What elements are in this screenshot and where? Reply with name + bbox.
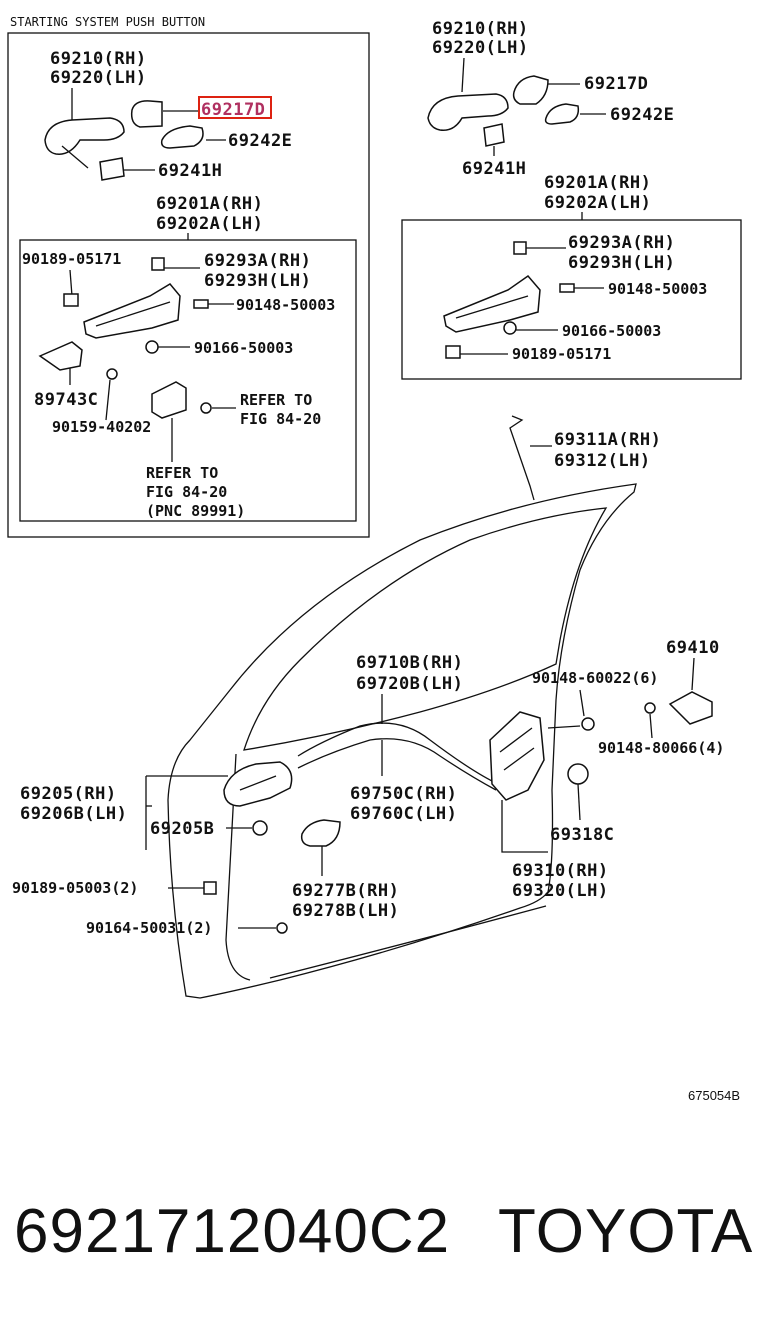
window-outline [243,507,608,751]
label-screw-80066[interactable]: 90148-80066(4) [598,739,724,757]
label-rod-rh[interactable]: 69311A(RH) [554,430,661,450]
cover-part-69318c [567,763,589,785]
label-screw-90164[interactable]: 90164-50031(2) [86,919,212,937]
label-inset-90166[interactable]: 90166-50003 [194,339,293,357]
label-rod-lh[interactable]: 69312(LH) [554,451,651,471]
right-gasket-part-69242e [544,103,580,125]
cap-part-69217d [130,100,163,128]
outer-handle-part [44,117,125,155]
label-inset-refer2-b[interactable]: FIG 84-20 [146,483,227,501]
label-right-frame-rh[interactable]: 69201A(RH) [544,173,651,193]
label-lock-lh[interactable]: 69320(LH) [512,881,609,901]
label-inset-refer1-a[interactable]: REFER TO [240,391,312,409]
label-screw-60022[interactable]: 90148-60022(6) [532,669,658,687]
label-inset-handle-rh[interactable]: 69210(RH) [50,49,147,69]
label-cable-rh[interactable]: 69710B(RH) [356,653,463,673]
bezel-cover-part [300,819,341,847]
gasket-part-69242e [160,125,204,149]
bracket-part-89743c [38,341,83,371]
label-inset-69217d[interactable]: 69217D [201,100,265,120]
door-lock-part [489,711,545,801]
label-striker[interactable]: 69410 [666,638,720,658]
label-inset-frame-lh[interactable]: 69202A(LH) [156,214,263,234]
label-right-69293a[interactable]: 69293A(RH) [568,233,675,253]
label-inset-refer2-a[interactable]: REFER TO [146,464,218,482]
label-inset-90148[interactable]: 90148-50003 [236,296,335,314]
rod-part [509,415,535,501]
label-inset-89743c[interactable]: 89743C [34,390,98,410]
label-cable2-rh[interactable]: 69750C(RH) [350,784,457,804]
label-right-90148[interactable]: 90148-50003 [608,280,707,298]
label-right-handle-lh[interactable]: 69220(LH) [432,38,529,58]
label-clip-90189[interactable]: 90189-05003(2) [12,879,138,897]
label-inset-69293a[interactable]: 69293A(RH) [204,251,311,271]
label-cover-rh[interactable]: 69277B(RH) [292,881,399,901]
label-inset-90189[interactable]: 90189-05171 [22,250,121,268]
label-right-frame-lh[interactable]: 69202A(LH) [544,193,651,213]
right-frame-part [443,274,541,333]
inset-title: STARTING SYSTEM PUSH BUTTON [10,15,205,29]
label-inset-refer1-b[interactable]: FIG 84-20 [240,410,321,428]
door-outline [167,483,637,999]
label-cover-69318c[interactable]: 69318C [550,825,614,845]
right-outer-handle-part [427,93,509,131]
label-right-69241h[interactable]: 69241H [462,159,526,179]
label-cable-lh[interactable]: 69720B(LH) [356,674,463,694]
label-lock-rh[interactable]: 69310(RH) [512,861,609,881]
right-cap-part-69217d [512,75,549,105]
label-right-90189[interactable]: 90189-05171 [512,345,611,363]
pad-part-69241h [99,157,125,181]
footer-part-number: 6921712040C2 [14,1197,451,1266]
push-button-module [151,381,187,419]
label-right-69242e[interactable]: 69242E [610,105,674,125]
label-right-69293h[interactable]: 69293H(LH) [568,253,675,273]
highlight-box [198,96,272,119]
inset-frame-part [83,283,181,339]
label-cable2-lh[interactable]: 69760C(LH) [350,804,457,824]
cable-part-2 [297,738,497,791]
striker-part [668,691,713,725]
label-inset-handle-lh[interactable]: 69220(LH) [50,68,147,88]
label-inset-69293h[interactable]: 69293H(LH) [204,271,311,291]
label-right-69217d[interactable]: 69217D [584,74,648,94]
cable-part-1 [297,722,495,783]
footer-brand: TOYOTA [498,1197,754,1266]
label-right-90166[interactable]: 90166-50003 [562,322,661,340]
label-inset-69242e[interactable]: 69242E [228,131,292,151]
label-inner-handle-rh[interactable]: 69205(RH) [20,784,117,804]
label-inner-handle-lh[interactable]: 69206B(LH) [20,804,127,824]
label-inset-90159[interactable]: 90159-40202 [52,418,151,436]
label-inset-69241h[interactable]: 69241H [158,161,222,181]
label-inset-refer2-c[interactable]: (PNC 89991) [146,502,245,520]
label-inset-frame-rh[interactable]: 69201A(RH) [156,194,263,214]
figure-code: 675054B [688,1088,741,1103]
inner-handle-part [223,761,293,807]
label-cover-lh[interactable]: 69278B(LH) [292,901,399,921]
label-inner-69205b[interactable]: 69205B [150,819,214,839]
right-frame-box [401,219,742,380]
inset-frame [7,32,370,538]
label-right-handle-rh[interactable]: 69210(RH) [432,19,529,39]
right-pad-part-69241h [483,123,505,147]
